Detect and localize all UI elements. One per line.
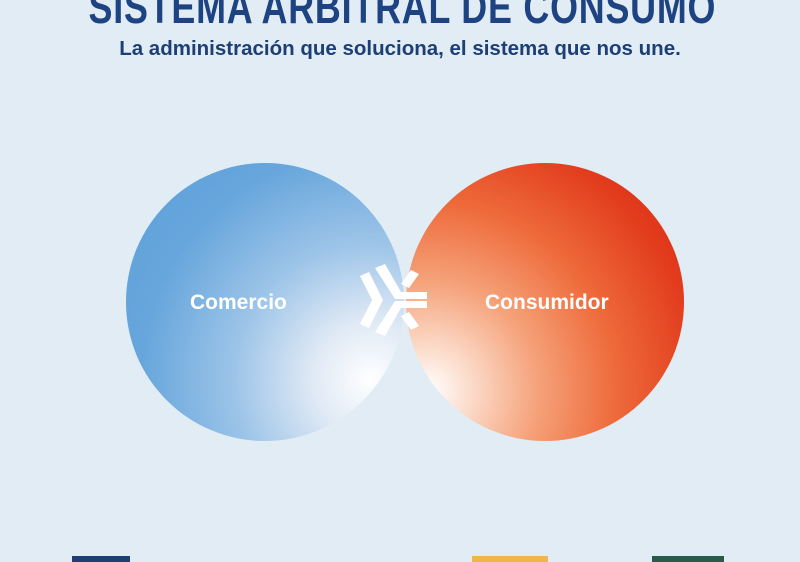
venn-label-comercio: Comercio (190, 291, 287, 314)
venn-circle-consumidor (406, 163, 684, 441)
partner-logo-green (652, 556, 724, 562)
qr-code-icon (72, 556, 130, 562)
page-title: SISTEMA ARBITRAL DE CONSUMO (88, 0, 717, 33)
partner-logo-yellow (472, 556, 548, 562)
venn-circle-comercio (126, 163, 404, 441)
venn-label-consumidor: Consumidor (485, 291, 609, 314)
page-subtitle: La administración que soluciona, el sist… (119, 37, 681, 60)
arbitration-logo-icon (360, 264, 427, 336)
